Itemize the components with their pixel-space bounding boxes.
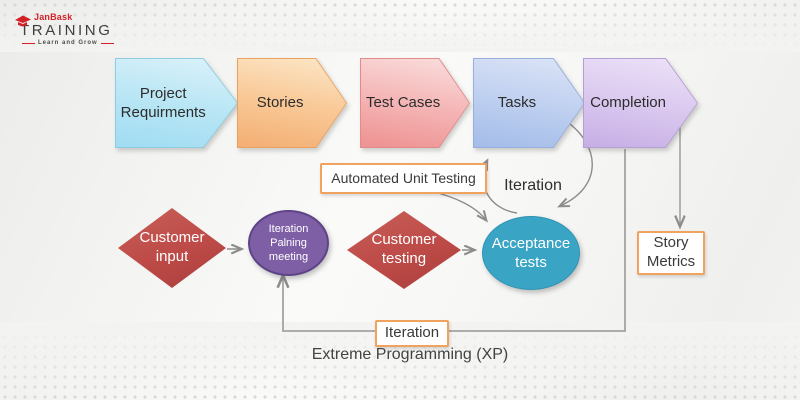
flow-step-label: Project Requirments	[120, 84, 206, 122]
connector-automated-testing-to-acceptance	[429, 190, 486, 220]
flow-step-stories: Stories	[237, 58, 347, 148]
node-label: Acceptance tests	[491, 234, 571, 272]
flow-step-fill: Stories	[238, 59, 346, 147]
tagline-dash-left	[22, 42, 35, 44]
connector-tasks-to-acceptance-loop	[560, 120, 593, 206]
logo-training-text: TRAINING	[20, 22, 113, 39]
flow-step-completion: Completion	[583, 58, 698, 148]
callout-automated-unit-testing: Automated Unit Testing	[320, 163, 487, 194]
node-label: Customer input	[139, 229, 205, 265]
flow-step-fill: Tasks	[474, 59, 584, 147]
node-label: Customer testing	[371, 231, 437, 267]
logo-brand: JanBask	[34, 12, 124, 22]
flow-step-test-cases: Test Cases	[360, 58, 470, 148]
label-iteration-loop: Iteration	[504, 177, 562, 194]
janbask-logo: JanBask TRAINING Learn and Grow	[14, 12, 124, 46]
flow-step-label: Tasks	[497, 94, 537, 112]
node-iteration-planning-meeting: Iteration Palning meeting	[248, 210, 329, 276]
logo-tagline: Learn and Grow	[22, 40, 124, 46]
logo-brand-bask: Bask	[50, 12, 73, 22]
tagline-dash-right	[100, 42, 114, 44]
flow-step-fill: Project Requirments	[116, 59, 237, 147]
node-acceptance-tests: Acceptance tests	[482, 216, 580, 290]
flow-step-label: Completion	[590, 94, 666, 112]
flow-step-label: Test Cases	[366, 94, 441, 112]
node-label: Iteration Palning meeting	[268, 222, 309, 264]
logo-tagline-text: Learn and Grow	[38, 40, 98, 46]
flow-step-fill: Completion	[584, 59, 697, 147]
diagram-title: Extreme Programming (XP)	[311, 346, 509, 363]
flow-step-project-requirements: Project Requirments	[115, 58, 238, 148]
flow-step-tasks: Tasks	[473, 58, 585, 148]
graduation-cap-icon	[15, 15, 31, 27]
callout-story-metrics: Story Metrics	[637, 231, 705, 275]
callout-iteration-bottom: Iteration	[375, 320, 449, 347]
flow-step-fill: Test Cases	[361, 59, 469, 147]
logo-brand-jan: Jan	[34, 12, 51, 22]
flow-step-label: Stories	[256, 94, 304, 112]
connector-completion-iteration-feedback	[283, 149, 626, 332]
